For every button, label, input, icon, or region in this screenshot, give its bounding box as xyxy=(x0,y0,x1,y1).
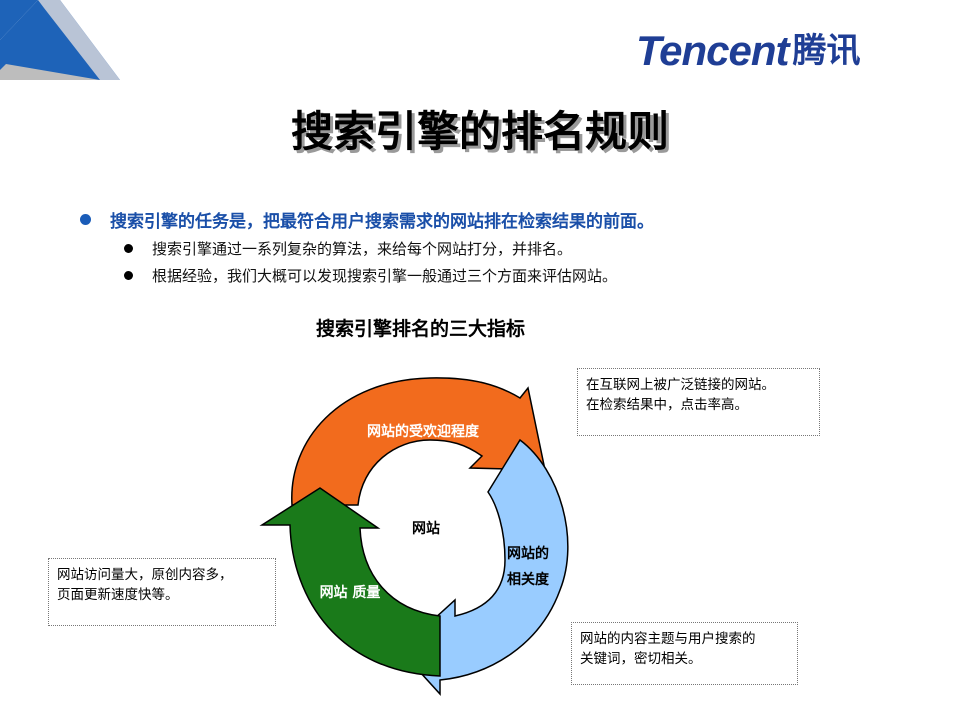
note-line: 网站访问量大，原创内容多， xyxy=(57,567,233,583)
diagram-title: 搜索引擎排名的三大指标 xyxy=(316,318,526,340)
quality-arrow xyxy=(259,487,441,677)
bullet-dot-icon xyxy=(124,271,133,280)
logo-text-zh: 腾讯 xyxy=(792,31,861,71)
sub-bullet: 搜索引擎通过一系列复杂的算法，来给每个网站打分，并排名。 xyxy=(124,238,572,259)
logo-text-en: Tencent xyxy=(636,27,789,74)
relevance-arrow xyxy=(398,438,569,696)
popularity-note: 在互联网上被广泛链接的网站。 在检索结果中，点击率高。 xyxy=(577,368,820,436)
popularity-label: 网站的受欢迎程度 xyxy=(367,423,480,440)
note-line: 在互联网上被广泛链接的网站。 xyxy=(586,377,775,393)
note-line: 关键词，密切相关。 xyxy=(580,651,702,667)
center-label: 网站 xyxy=(412,520,440,537)
tencent-logo: Tencent 腾讯 xyxy=(636,26,860,76)
quality-note: 网站访问量大，原创内容多， 页面更新速度快等。 xyxy=(48,558,276,626)
note-line: 在检索结果中，点击率高。 xyxy=(586,397,748,413)
relevance-label-line1: 网站的 xyxy=(507,545,549,562)
relevance-label-line2: 相关度 xyxy=(507,571,550,588)
bullet-dot-icon xyxy=(80,214,91,225)
slide-title: 搜索引擎的排名规则 xyxy=(290,107,669,156)
relevance-note: 网站的内容主题与用户搜索的 关键词，密切相关。 xyxy=(571,622,798,685)
popularity-arrow xyxy=(291,377,546,506)
quality-label: 网站 质量 xyxy=(320,584,381,601)
sub-bullet: 根据经验，我们大概可以发现搜索引擎一般通过三个方面来评估网站。 xyxy=(124,265,617,286)
main-bullet: 搜索引擎的任务是，把最符合用户搜索需求的网站排在检索结果的前面。 xyxy=(80,207,654,232)
corner-decoration xyxy=(0,0,120,80)
bullet-dot-icon xyxy=(124,244,133,253)
note-line: 网站的内容主题与用户搜索的 xyxy=(580,631,756,647)
note-line: 页面更新速度快等。 xyxy=(57,587,179,603)
sub-bullet-text: 搜索引擎通过一系列复杂的算法，来给每个网站打分，并排名。 xyxy=(152,240,573,258)
sub-bullet-text: 根据经验，我们大概可以发现搜索引擎一般通过三个方面来评估网站。 xyxy=(152,267,618,285)
main-bullet-text: 搜索引擎的任务是，把最符合用户搜索需求的网站排在检索结果的前面。 xyxy=(110,212,654,232)
